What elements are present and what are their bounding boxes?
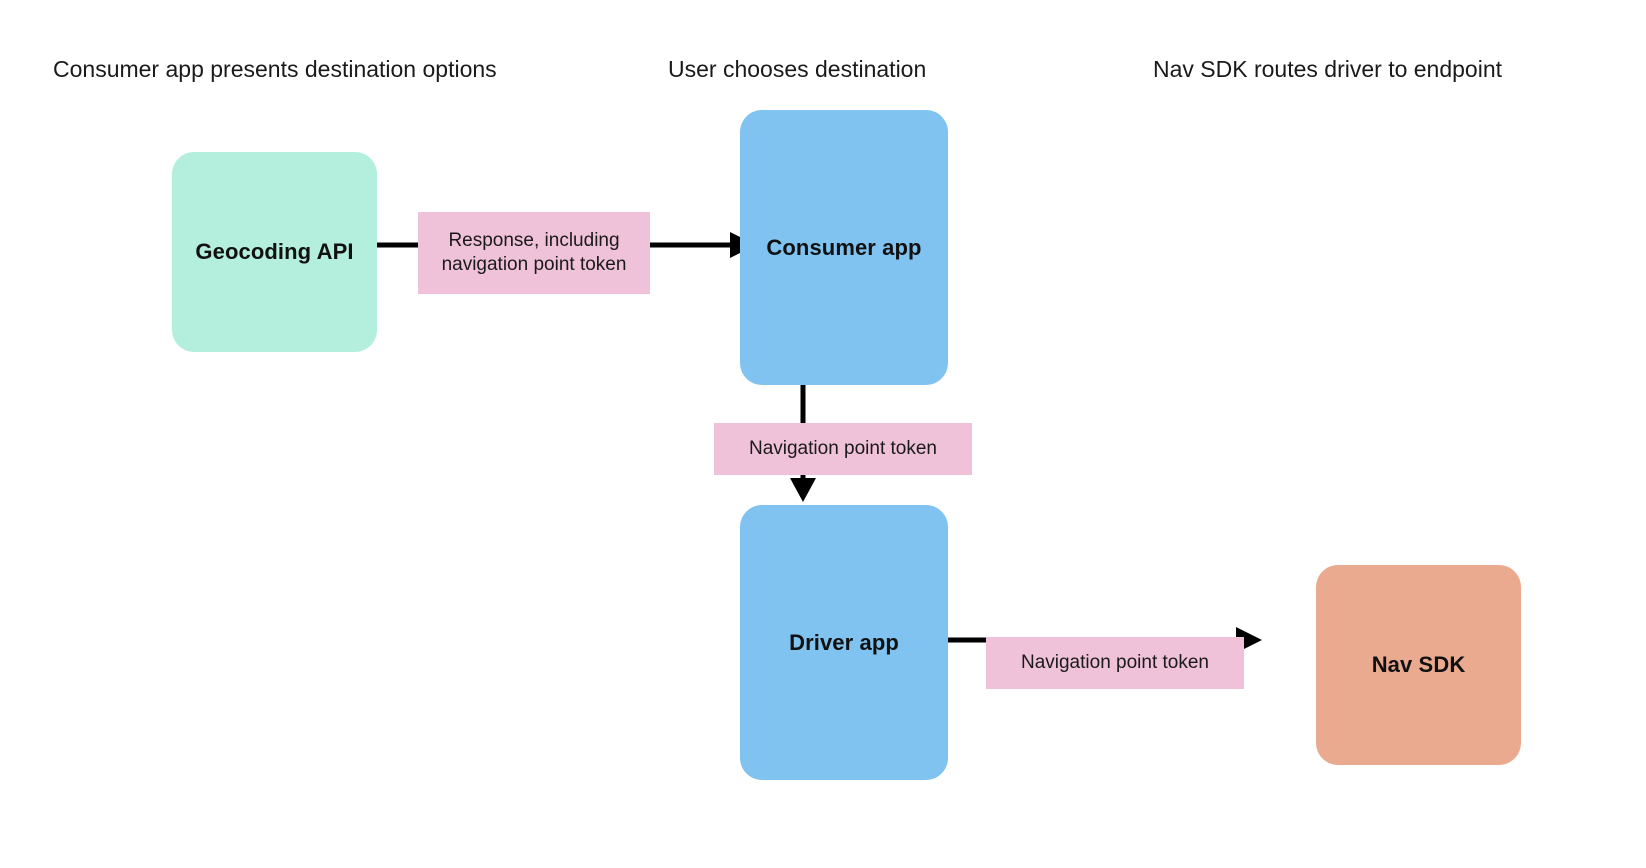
edge-label-response-including-navigation-point-token: Response, including navigation point tok…: [418, 212, 650, 294]
column-header-consumer-app-presents: Consumer app presents destination option…: [53, 56, 497, 82]
edge-label-text-consumer-to-driver: Navigation point token: [748, 438, 937, 459]
edge-label-navigation-point-token-driver-to-navsdk: Navigation point token: [986, 637, 1244, 689]
column-header-user-chooses-destination: User chooses destination: [668, 56, 927, 82]
node-geocoding-api[interactable]: Geocoding API: [172, 152, 377, 352]
node-driver-app[interactable]: Driver app: [740, 505, 948, 780]
column-header-nav-sdk-routes-driver: Nav SDK routes driver to endpoint: [1153, 56, 1503, 82]
edge-label-text-driver-to-navsdk: Navigation point token: [1020, 652, 1209, 673]
edge-label-navigation-point-token-consumer-to-driver: Navigation point token: [714, 423, 972, 475]
node-consumer-app[interactable]: Consumer app: [740, 110, 948, 385]
edge-label-text-geocoding-to-consumer: Response, including navigation point tok…: [441, 230, 627, 275]
node-label-consumer-app: Consumer app: [766, 234, 922, 260]
node-label-nav-sdk: Nav SDK: [1371, 652, 1466, 677]
node-label-driver-app: Driver app: [789, 629, 899, 655]
node-nav-sdk[interactable]: Nav SDK: [1316, 565, 1521, 765]
node-label-geocoding-api: Geocoding API: [195, 239, 354, 264]
